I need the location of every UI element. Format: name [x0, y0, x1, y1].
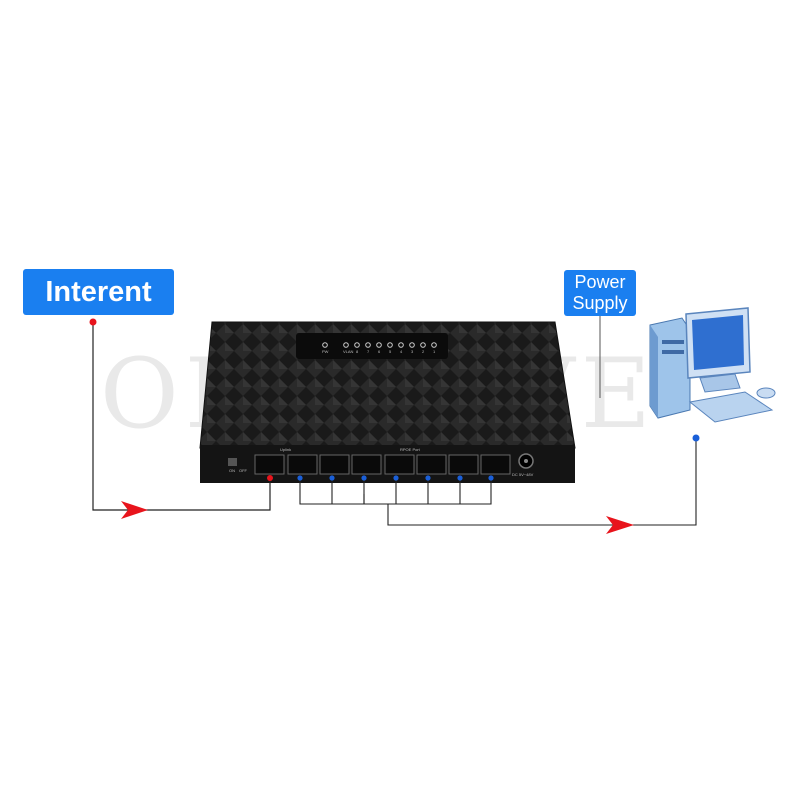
power-label-line2: Supply [572, 293, 628, 313]
port3-led [409, 342, 415, 348]
ethernet-ports [254, 454, 511, 475]
led-label: PW [322, 349, 329, 354]
computer-icon [649, 307, 776, 423]
dc-label: DC 5V~48V [512, 472, 534, 477]
arrow-icon [121, 501, 148, 519]
internet-label-text: Interent [45, 276, 152, 308]
uplink-port [254, 454, 285, 475]
lan-port [287, 454, 318, 475]
led-label: 2 [422, 349, 425, 354]
vlan-led [343, 342, 349, 348]
port8-led [354, 342, 360, 348]
lan-port [480, 454, 511, 475]
led-label: 3 [411, 349, 414, 354]
port7-led [365, 342, 371, 348]
lan-port [384, 454, 415, 475]
internet-connection [89, 318, 273, 519]
port5-led [387, 342, 393, 348]
arrow-icon [606, 516, 634, 534]
lan-port [416, 454, 447, 475]
led-label: 4 [400, 349, 403, 354]
lan-port [448, 454, 479, 475]
port4-led [398, 342, 404, 348]
port2-led [420, 342, 426, 348]
port-dots [297, 434, 700, 481]
led-label: VLAN [343, 349, 354, 354]
lan-connections [299, 438, 697, 526]
lan-port [319, 454, 350, 475]
led-label: 8 [356, 349, 359, 354]
power-switch-icon [228, 458, 237, 466]
led-label: 5 [389, 349, 392, 354]
port6-led [376, 342, 382, 348]
lan-port [351, 454, 382, 475]
led-indicators [322, 342, 437, 348]
power-led [322, 342, 328, 348]
power-label-line1: Power [574, 272, 626, 292]
poe-label: RPOE Port [400, 447, 421, 452]
led-label: 6 [378, 349, 381, 354]
uplink-label: Uplink [280, 447, 291, 452]
power-supply-label: Power Supply [564, 270, 636, 316]
led-label: 1 [433, 349, 436, 354]
switch-label-on: ON [229, 468, 235, 473]
led-label: 7 [367, 349, 370, 354]
internet-label: Interent [23, 269, 174, 315]
switch-label-off: OFF [239, 468, 248, 473]
port1-led [431, 342, 437, 348]
led-panel [296, 333, 448, 359]
